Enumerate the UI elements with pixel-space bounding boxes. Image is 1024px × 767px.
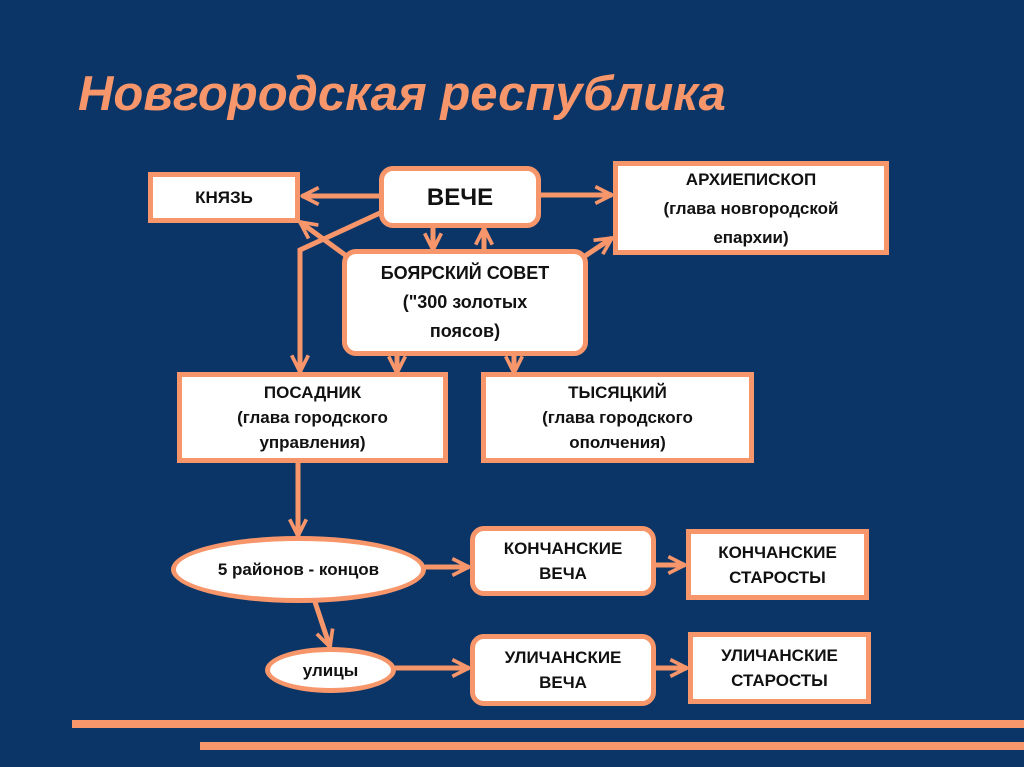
- node-konchan-veche: КОНЧАНСКИЕ ВЕЧА: [470, 526, 656, 596]
- node-sublabel: управления): [259, 433, 366, 452]
- node-sublabel: ополчения): [569, 433, 666, 452]
- arrow-veche-posadnik: [300, 210, 382, 372]
- slide-title: Новгородская республика: [78, 67, 726, 121]
- node-label: улицы: [302, 660, 359, 680]
- node-label: УЛИЧАНСКИЕ: [721, 646, 838, 665]
- decorative-line-lower: [200, 742, 1024, 750]
- node-sublabel: епархии): [713, 227, 789, 247]
- node-label: ВЕЧА: [539, 673, 587, 692]
- node-label: КНЯЗЬ: [195, 188, 253, 207]
- node-label: СТАРОСТЫ: [731, 671, 828, 690]
- node-sublabel: (глава городского: [237, 408, 388, 427]
- node-posadnik: ПОСАДНИК (глава городского управления): [177, 372, 448, 463]
- node-label: ВЕЧА: [539, 564, 587, 583]
- node-sublabel: ("300 золотых: [402, 292, 528, 312]
- node-sublabel: (глава новгородской: [663, 198, 839, 218]
- node-label: АРХИЕПИСКОП: [685, 169, 817, 189]
- node-boyar-council: БОЯРСКИЙ СОВЕТ ("300 золотых поясов): [342, 249, 588, 356]
- arrow-districts-streets: [312, 601, 330, 647]
- arrow-boyar-archbishop: [583, 238, 612, 259]
- node-knyaz: КНЯЗЬ: [148, 172, 300, 223]
- node-label: КОНЧАНСКИЕ: [718, 542, 837, 562]
- node-archbishop: АРХИЕПИСКОП (глава новгородской епархии): [613, 161, 889, 255]
- node-ulichan-veche: УЛИЧАНСКИЕ ВЕЧА: [470, 634, 656, 706]
- node-konchan-starosty: КОНЧАНСКИЕ СТАРОСТЫ: [686, 529, 869, 600]
- node-ulichan-starosty: УЛИЧАНСКИЕ СТАРОСТЫ: [688, 632, 871, 704]
- node-label: 5 районов - концов: [217, 560, 380, 579]
- node-label: УЛИЧАНСКИЕ: [504, 648, 622, 667]
- node-sublabel: поясов): [429, 321, 501, 341]
- node-label: БОЯРСКИЙ СОВЕТ: [380, 263, 550, 283]
- node-label: ПОСАДНИК: [263, 383, 362, 402]
- node-label: СТАРОСТЫ: [729, 567, 826, 587]
- node-tysyatsky: ТЫСЯЦКИЙ (глава городского ополчения): [481, 372, 754, 463]
- node-label: КОНЧАНСКИЕ: [503, 539, 623, 558]
- node-veche: ВЕЧЕ: [379, 166, 541, 228]
- node-streets: улицы: [265, 647, 396, 693]
- decorative-line-upper: [72, 720, 1024, 728]
- node-sublabel: (глава городского: [542, 408, 693, 427]
- arrow-boyar-knyaz: [300, 222, 354, 263]
- node-districts: 5 районов - концов: [171, 536, 426, 603]
- node-label: ТЫСЯЦКИЙ: [568, 383, 667, 402]
- node-label: ВЕЧЕ: [426, 183, 494, 211]
